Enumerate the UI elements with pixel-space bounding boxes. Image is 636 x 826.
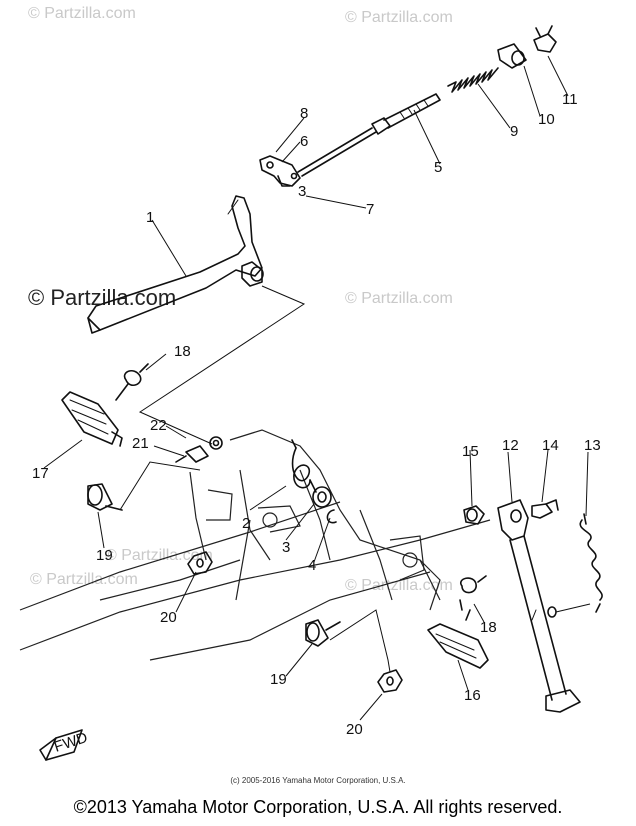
clevis-assembly [259,155,301,187]
callout-label: 20 [346,721,363,738]
callout-label: 13 [584,437,601,454]
frame-outline [19,429,491,661]
pedal-lever [87,195,264,334]
callout-label: 5 [434,159,442,176]
callout-label: 10 [538,111,555,128]
callout-label: 8 [300,105,308,122]
callout-numbers: 1 2 3 3 4 5 6 7 8 9 10 11 12 13 14 15 16… [32,91,601,738]
leader-lines [43,55,591,721]
watermark: © Partzilla.com [345,577,453,594]
callout-label: 9 [510,123,518,140]
callout-label: 15 [462,443,479,460]
watermark: © Partzilla.com [345,290,453,307]
callout-label: 3 [298,183,306,200]
watermark: © Partzilla.com [28,5,136,22]
exploded-parts-diagram: © Partzilla.com © Partzilla.com © Partzi… [19,5,603,761]
right-footrest [305,575,489,669]
rod-end-fitting [497,25,557,69]
stand-hardware [463,499,603,613]
page-copyright: ©2013 Yamaha Motor Corporation, U.S.A. A… [73,797,563,817]
callout-label: 18 [174,343,191,360]
callout-label: 19 [96,547,113,564]
compression-spring [447,67,499,93]
callout-label: 12 [502,437,519,454]
callout-label: 21 [132,435,149,452]
diagram-copyright: (c) 2005-2016 Yamaha Motor Corporation, … [230,776,406,785]
watermark: © Partzilla.com [345,9,453,26]
callout-label: 22 [150,417,167,434]
callout-label: 4 [308,557,316,574]
callout-label: 6 [300,133,308,150]
callout-label: 17 [32,465,49,482]
callout-label: 11 [562,91,578,108]
left-footrest [61,363,223,511]
side-stand [497,499,581,713]
callout-label: 14 [542,437,559,454]
callout-label: 3 [282,539,290,556]
callout-label: 2 [242,515,250,532]
fwd-arrow-icon: FWD [39,729,90,761]
fwd-label: FWD [52,729,90,756]
pivot-parts [291,439,337,524]
callout-label: 18 [480,619,497,636]
callout-label: 20 [160,609,177,626]
nuts [187,551,403,693]
shift-rod [297,93,441,177]
callout-label: 16 [464,687,481,704]
callout-label: 7 [366,201,374,218]
callout-label: 19 [270,671,287,688]
watermark: © Partzilla.com [28,285,176,310]
callout-label: 1 [146,209,154,226]
